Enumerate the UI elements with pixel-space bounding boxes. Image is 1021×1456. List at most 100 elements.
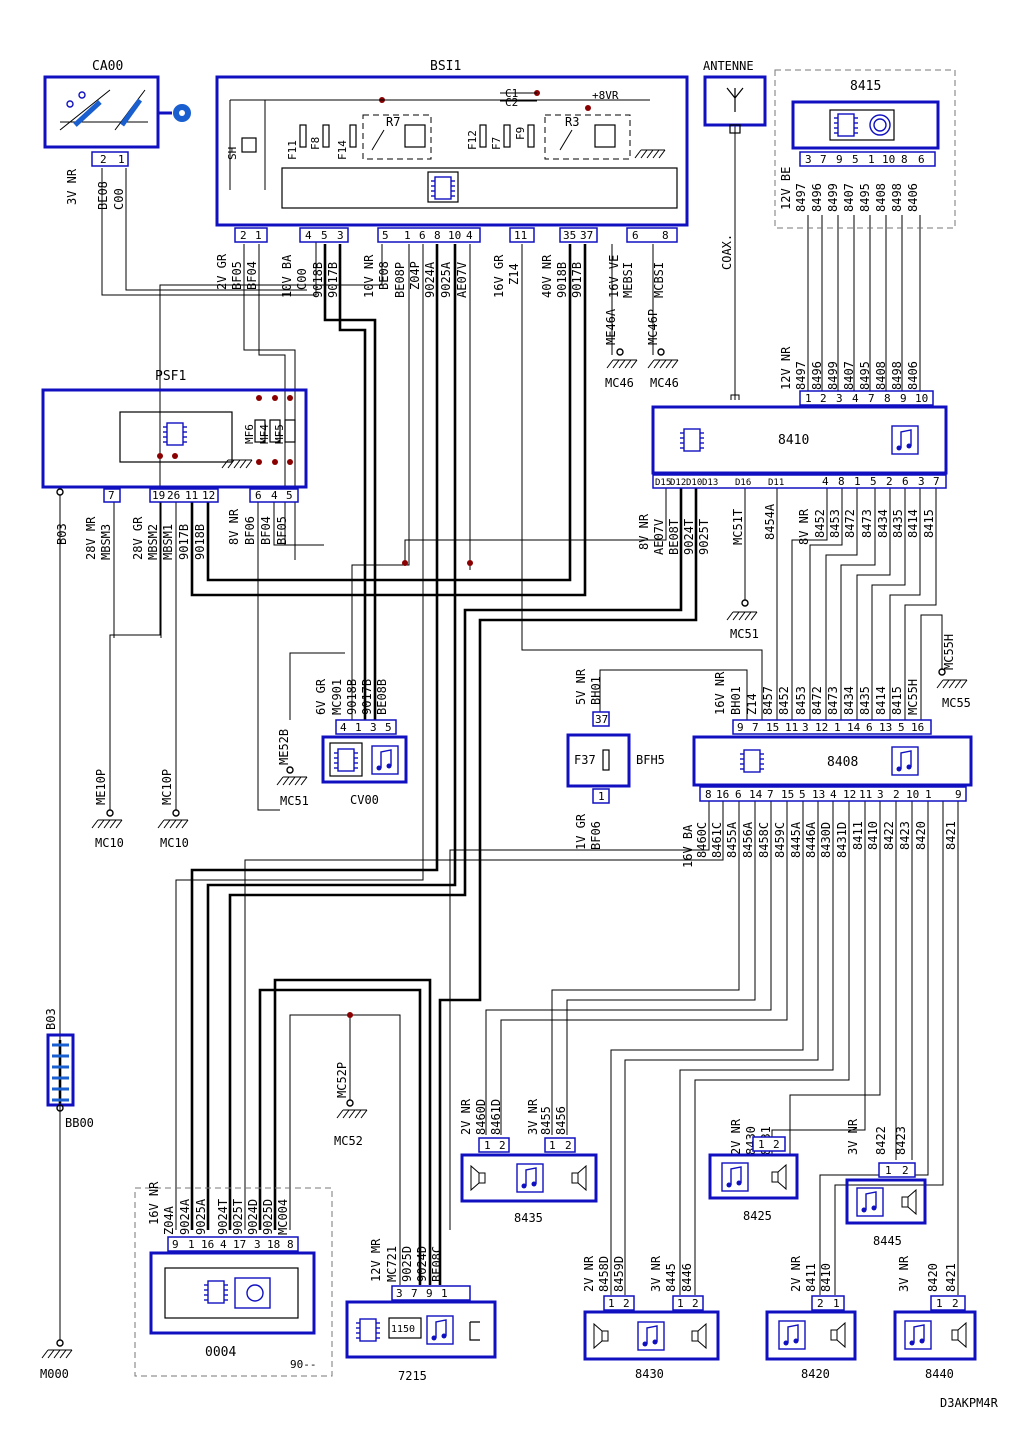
cv00-wire: 9017B	[360, 679, 374, 715]
c8430-wire: 8459D	[612, 1256, 626, 1292]
c8408-botpin: 16	[716, 788, 729, 801]
psf1-wire: MBSM3	[99, 524, 113, 560]
ground-label: ME46A	[604, 308, 618, 345]
bsi1-conn: 2V GR	[215, 253, 229, 290]
psf1-wire: MBSM2	[146, 524, 160, 560]
c8425-pin: 2	[773, 1138, 780, 1151]
fuse-label: F9	[514, 127, 527, 140]
c8440-pin: 1	[936, 1297, 943, 1310]
c8408-toppin: 1	[834, 721, 841, 734]
c8435-pin: 1	[549, 1139, 556, 1152]
c8410-botpin: 7	[933, 475, 940, 488]
c0004-pin: 8	[287, 1238, 294, 1251]
c8408-botpin: 7	[767, 788, 774, 801]
bsi1-wire: MCBSI	[652, 262, 666, 298]
ground-mc55h: MC55H MC55	[936, 634, 971, 710]
c8408-topwire: 8435	[858, 686, 872, 715]
c8415-pin: 7	[820, 153, 827, 166]
c8408-botpin: 3	[877, 788, 884, 801]
psf1-wire: MBSM1	[161, 524, 175, 560]
c8440-wire: 8420	[926, 1263, 940, 1292]
c0004-wire: 9025T	[231, 1199, 245, 1235]
c8408-topwire: 8452	[777, 686, 791, 715]
bsi1-pin: 1	[404, 229, 411, 242]
c8415-wire: 8408	[874, 183, 888, 212]
psf1-wire: 9017B	[177, 524, 191, 560]
ground-label: MC46P	[646, 309, 660, 345]
c8420-wire: 8410	[819, 1263, 833, 1292]
bsi1-wire: 9017B	[326, 262, 340, 298]
c8408-botwire: 8420	[914, 821, 928, 850]
c8408-toppin: 16	[911, 721, 924, 734]
c8410-botpin: D13	[702, 478, 718, 488]
cv00-wire: 9018B	[345, 679, 359, 715]
bfh5-pin: 37	[595, 713, 608, 726]
c8408-botwire: 8446A	[804, 821, 818, 858]
c8410-toppin: 10	[915, 392, 928, 405]
ca00-conn: 3V NR	[65, 168, 79, 205]
c8408-botwire: 8410	[866, 821, 880, 850]
c8408-topwire: 8453	[794, 686, 808, 715]
c8408-botpin: 2	[893, 788, 900, 801]
c8408-botwire: 8421	[944, 821, 958, 850]
c8408-botpin: 15	[781, 788, 794, 801]
c8435-conn: 2V NR	[459, 1098, 473, 1135]
c8408-topwire: 8473	[826, 686, 840, 715]
c8410-toppin: 3	[836, 392, 843, 405]
psf1-pin: 11	[185, 489, 198, 502]
c7215-component: 12V MR MC721 9025D 9024D BE08C 3 7 9 1 1…	[345, 1238, 497, 1383]
c8440-conn: 3V NR	[897, 1255, 911, 1292]
music-icon	[371, 745, 399, 775]
c0004-pin: 3	[254, 1238, 261, 1251]
cv00-pin: 1	[355, 721, 362, 734]
c8445-wire: 8423	[894, 1126, 908, 1155]
c8410-botpin: D15	[655, 478, 671, 488]
c8415-pin: 3	[805, 153, 812, 166]
c0004-conn: 16V NR	[147, 1181, 161, 1225]
c8415-wire: 8407	[842, 183, 856, 212]
bsi1-wire: C00	[295, 268, 309, 290]
c0004-wire: 9024D	[246, 1199, 260, 1235]
music-icon	[637, 1321, 665, 1351]
c8408-botpin: 4	[830, 788, 837, 801]
c8408-botwire: 8445A	[789, 821, 803, 858]
speaker-icon	[571, 1165, 587, 1191]
c8408-topwire: BH01	[729, 686, 743, 715]
c8408-component: 16V NR BH01 Z14 8457 8452 8453 8472 8473…	[681, 671, 973, 868]
bsi1-pin: 10	[448, 229, 461, 242]
c7215-conn: 12V MR	[369, 1238, 383, 1282]
bsi1-conn: 40V NR	[540, 254, 554, 298]
c8410-botwire: 9025T	[697, 519, 711, 555]
c8410-toppin: 7	[868, 392, 875, 405]
cd-icon	[869, 114, 891, 136]
music-icon	[426, 1315, 454, 1345]
bsi1-pin: 35	[563, 229, 576, 242]
c8435-title: 8435	[514, 1211, 543, 1225]
c8408-toppin: 7	[752, 721, 759, 734]
c8410-botwire: 8435	[891, 509, 905, 538]
c8408-botpin: 13	[812, 788, 825, 801]
bfh5-fuse: F37	[574, 753, 596, 767]
ground-me10p: ME10P MC10	[91, 769, 124, 850]
bb00-b03: B03	[44, 1008, 58, 1030]
psf1-b03: B03	[55, 523, 69, 545]
bsi1-sh: SH	[226, 147, 239, 160]
c8408-toppin: 5	[898, 721, 905, 734]
ground-label: MC52P	[335, 1062, 349, 1098]
speaker-icon	[691, 1323, 707, 1349]
bfh5-wire: BH01	[589, 676, 603, 705]
ground-label: M000	[40, 1367, 69, 1381]
c8410-topwire: 8497	[794, 361, 808, 390]
c8408-topwire: 8415	[890, 686, 904, 715]
c8408-botwire: 8423	[898, 821, 912, 850]
c8410-botconn: 8V NR	[637, 513, 651, 550]
ca00-pin: 2	[100, 153, 107, 166]
ground-label: ME10P	[94, 769, 108, 805]
ca00-wire: BE08	[96, 181, 110, 210]
bsi1-wire: 9024A	[423, 261, 437, 298]
ground-label: MC52	[334, 1134, 363, 1148]
c8408-botwire: 8430D	[819, 822, 833, 858]
c8440-pin: 2	[952, 1297, 959, 1310]
c0004-wire: MC004	[276, 1199, 290, 1235]
